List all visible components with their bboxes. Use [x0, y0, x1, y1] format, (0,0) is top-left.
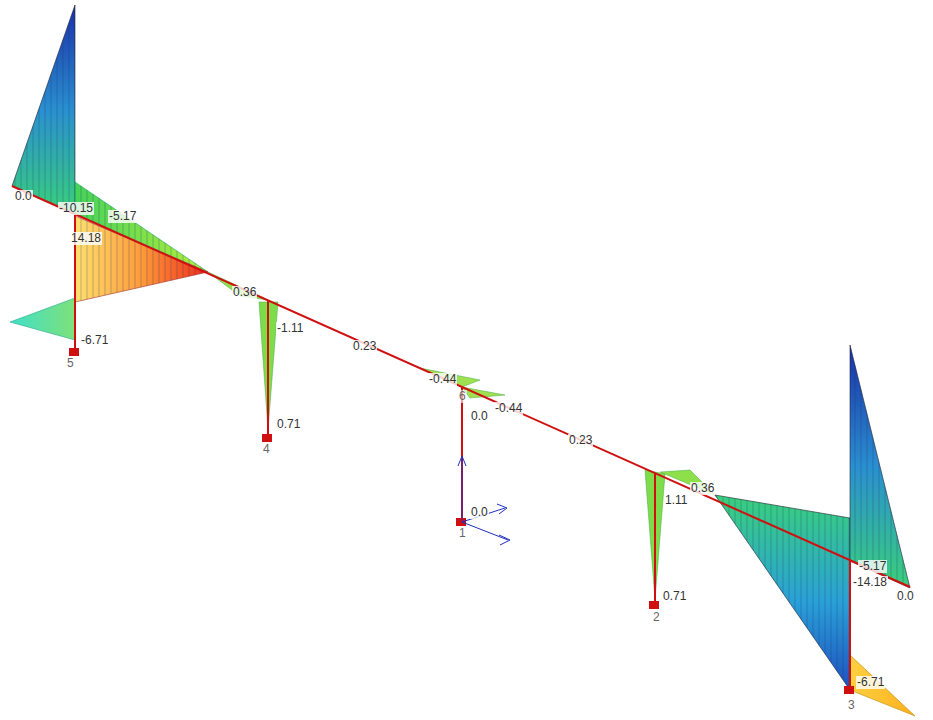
- node-number: 2: [652, 611, 661, 624]
- moment-value: 0.0: [14, 190, 33, 203]
- node-number: 6: [458, 390, 467, 403]
- column: [267, 300, 269, 438]
- moment-value: -5.17: [108, 210, 137, 223]
- moment-value: 0.23: [568, 434, 593, 447]
- node-number: 1: [458, 527, 467, 540]
- moment-value: 0.71: [276, 418, 301, 431]
- column: [849, 561, 851, 690]
- beam: [12, 186, 910, 587]
- moment-value: -1.11: [276, 322, 304, 335]
- node-number: 4: [262, 443, 271, 456]
- moment-value: 0.71: [662, 590, 687, 603]
- moment-value: 0.36: [690, 482, 715, 495]
- moment-fill: [10, 298, 75, 340]
- moment-hatch: [12, 5, 75, 214]
- moment-value: 0.0: [470, 410, 489, 423]
- moment-value: 0.36: [232, 286, 257, 299]
- moment-hatch: [715, 495, 850, 690]
- moment-fill: [850, 655, 915, 716]
- axis-icon: [458, 456, 510, 545]
- node-number: 3: [847, 699, 856, 712]
- moment-hatch: [850, 345, 910, 588]
- moment-value: 0.0: [470, 506, 489, 519]
- moment-value: 0.0: [896, 590, 915, 603]
- support-symbol: [844, 686, 854, 694]
- moment-fill: [850, 345, 910, 588]
- moment-value: 0.23: [352, 340, 377, 353]
- moment-fill: [75, 216, 208, 302]
- moment-fill: [12, 5, 75, 214]
- moment-value: -10.15: [58, 202, 94, 215]
- moment-value: 14.18: [70, 232, 102, 245]
- support-symbol: [456, 518, 466, 526]
- moment-value: -6.71: [80, 334, 109, 347]
- moment-hatch: [75, 216, 208, 302]
- moment-fill: [420, 368, 480, 387]
- moment-value: -6.71: [856, 676, 885, 689]
- support-symbol: [262, 434, 272, 442]
- support-symbol: [649, 601, 659, 609]
- moment-value: -0.44: [428, 373, 457, 386]
- moment-fill: [715, 495, 850, 690]
- moment-fill: [660, 470, 715, 495]
- column: [461, 387, 463, 522]
- moment-value: -0.44: [494, 402, 523, 415]
- node-number: 5: [66, 357, 75, 370]
- column: [654, 473, 656, 605]
- moment-value: -5.17: [858, 560, 887, 573]
- moment-value: -14.18: [852, 576, 888, 589]
- support-symbol: [69, 348, 79, 356]
- moment-value: 1.11: [664, 494, 688, 507]
